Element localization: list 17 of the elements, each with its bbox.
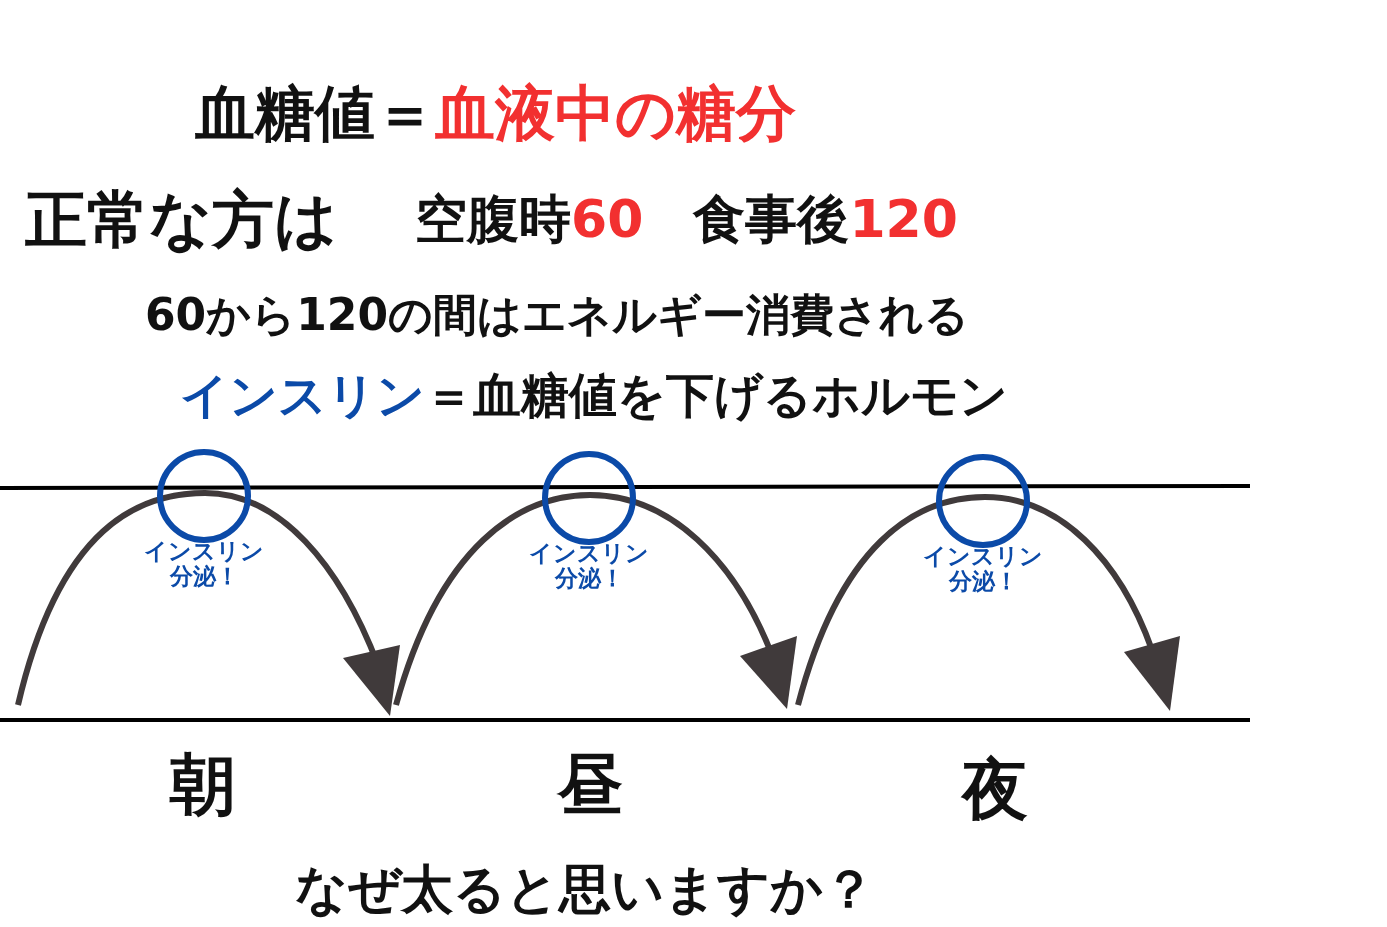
callout-text: インスリン分泌！ [143,539,265,590]
label-text: 食事後 [693,191,850,249]
statement-text: 正常な方は [25,185,337,255]
heading-text: 血液中の糖分 [435,80,796,146]
callout-text: インスリン分泌！ [922,544,1044,595]
time-label: 昼 [557,748,623,822]
label-text: 空腹時 [415,191,571,249]
statement-text: 60から120の間はエネルギー消費される [145,290,970,340]
heading-text: 血糖値＝ [195,80,435,146]
value-text: 60 [571,191,644,249]
question-text: なぜ太ると思いますか？ [295,861,875,919]
term-text: インスリン [180,368,425,422]
value-text: 120 [849,191,958,249]
definition-text: ＝血糖値を下げるホルモン [425,368,1008,422]
callout-text: インスリン分泌！ [528,541,650,592]
time-label: 夜 [962,753,1028,827]
time-label: 朝 [170,748,236,822]
